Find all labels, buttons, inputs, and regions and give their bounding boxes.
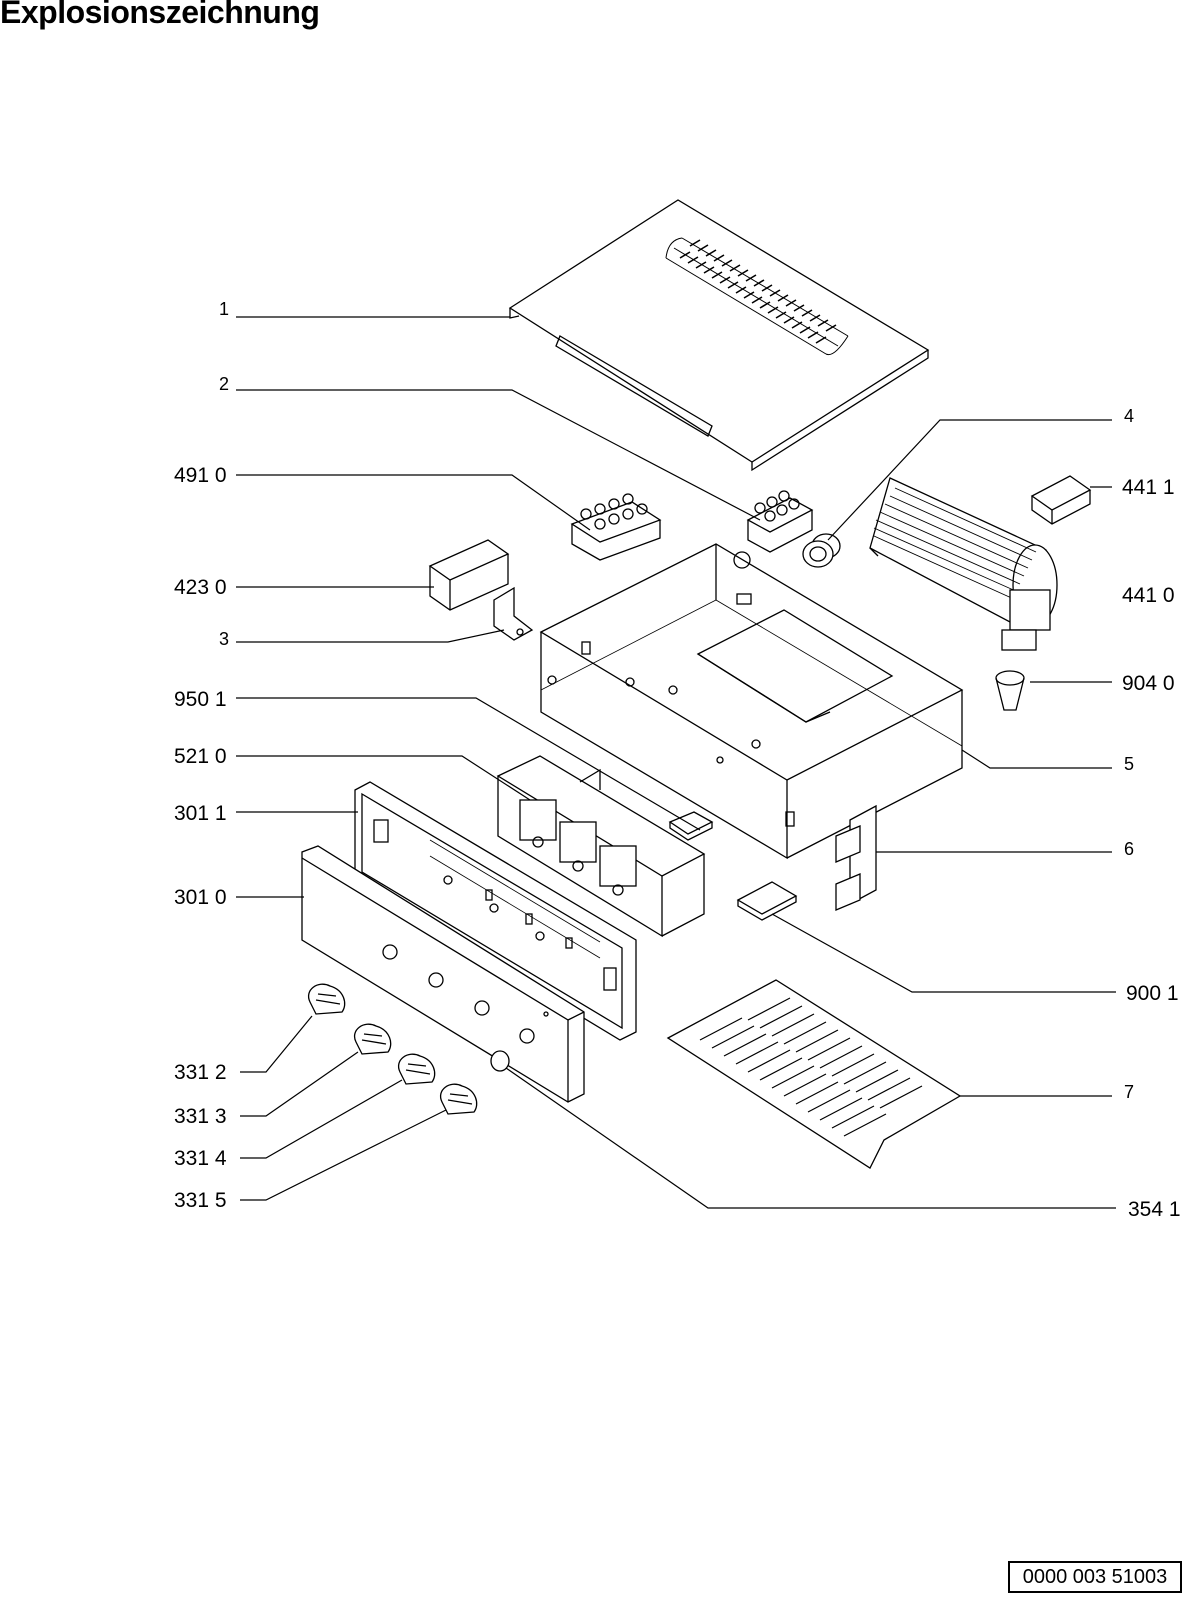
label-423-0: 423 0	[174, 576, 227, 599]
part-knob-331-3	[353, 1023, 392, 1055]
part-950-1	[668, 811, 714, 841]
label-7: 7	[1124, 1082, 1134, 1102]
label-301-1: 301 1	[174, 802, 227, 825]
leader-lines	[236, 316, 1116, 1209]
label-331-2: 331 2	[174, 1061, 227, 1084]
part-button-354-1	[490, 1050, 510, 1072]
part-knob-331-4	[397, 1053, 436, 1085]
label-301-0: 301 0	[174, 886, 227, 909]
label-900-1: 900 1	[1126, 982, 1179, 1005]
part-plate-900-1	[736, 881, 798, 921]
part-top-cover	[508, 199, 930, 472]
part-foot	[995, 670, 1025, 711]
part-terminal-block-2	[746, 490, 814, 553]
part-grommet	[802, 533, 841, 568]
label-331-4: 331 4	[174, 1147, 227, 1170]
label-491-0: 491 0	[174, 464, 227, 487]
part-terminal-block-491-0	[570, 493, 662, 561]
part-441-1	[1030, 475, 1092, 525]
part-knob-331-5	[439, 1083, 478, 1115]
label-5: 5	[1124, 754, 1134, 774]
label-904-0: 904 0	[1122, 672, 1175, 695]
part-housing	[539, 543, 964, 860]
label-441-0: 441 0	[1122, 584, 1175, 607]
part-vent-grill	[666, 979, 962, 1169]
label-950-1: 950 1	[174, 688, 227, 711]
label-4: 4	[1124, 406, 1134, 426]
page-title: Explosionszeichnung	[0, 0, 320, 30]
label-6: 6	[1124, 839, 1134, 859]
part-fan-motor	[869, 477, 1058, 651]
label-331-5: 331 5	[174, 1189, 227, 1212]
label-1: 1	[219, 299, 229, 319]
part-knob-331-2	[307, 983, 346, 1015]
part-bracket-6	[835, 804, 877, 911]
label-441-1: 441 1	[1122, 476, 1175, 499]
label-331-3: 331 3	[174, 1105, 227, 1128]
label-354-1: 354 1	[1128, 1198, 1181, 1221]
label-3: 3	[219, 629, 229, 649]
part-front-panel	[301, 845, 585, 1103]
label-521-0: 521 0	[174, 745, 227, 768]
part-relay	[428, 539, 510, 611]
part-bracket	[493, 586, 534, 641]
part-control-assembly	[496, 755, 706, 938]
document-id-box: 0000 003 51003	[1008, 1561, 1182, 1593]
label-2: 2	[219, 374, 229, 394]
